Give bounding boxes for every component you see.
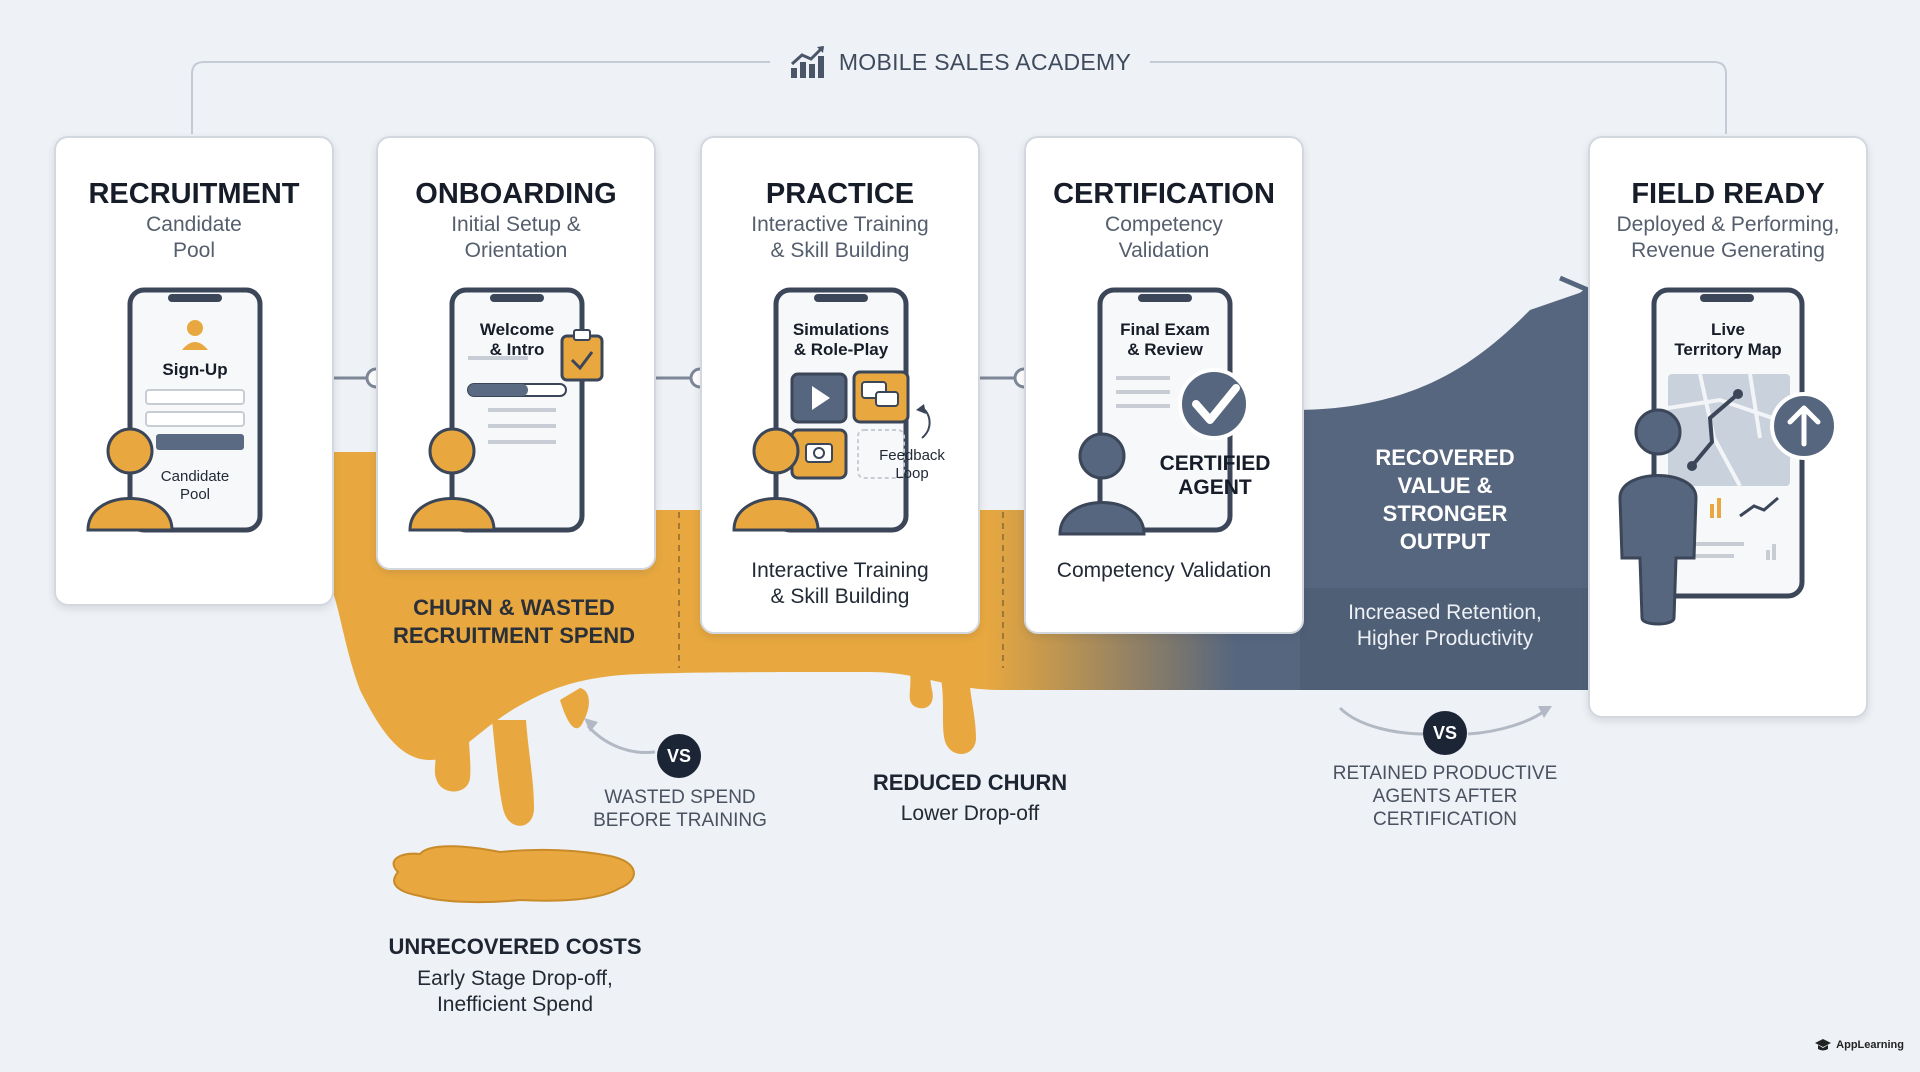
applearning-logo: AppLearning	[1814, 1038, 1904, 1052]
growth-chart-icon	[790, 45, 824, 78]
reduced-churn-sub: Lower Drop-off	[900, 802, 1040, 825]
clipboard-check-icon	[560, 329, 604, 382]
wasted-curve-arrow	[586, 724, 656, 755]
checkmark-badge-icon	[1178, 368, 1250, 440]
stage-title: ONBOARDING	[415, 178, 617, 210]
stage-subtitle: Initial Setup & Orientation	[451, 213, 581, 262]
camera-icon	[790, 428, 848, 480]
stage-subtitle: Deployed & Performing, Revenue Generatin…	[1616, 213, 1840, 262]
retained-curve-arrow-right	[1467, 708, 1547, 736]
stage-title: CERTIFICATION	[1053, 178, 1275, 210]
unrecovered-costs-sub: Early Stage Drop-off, Inefficient Spend	[417, 967, 613, 1016]
stage-bottom-label: Competency Validation	[1056, 559, 1272, 582]
recovered-lower-band	[1300, 588, 1588, 690]
performance-chart-icon	[1694, 496, 1779, 560]
academy-bracket-line	[191, 61, 1727, 134]
stage-subtitle: Interactive Training & Skill Building	[751, 213, 929, 262]
phone-screen-title: Simulations & Role-Play	[792, 320, 890, 359]
onboarding-phone-illustration	[408, 287, 604, 533]
agent-figure	[1618, 408, 1698, 626]
stage-card-practice: PRACTICE Interactive Training & Skill Bu…	[700, 136, 980, 634]
stage-subtitle: Competency Validation	[1105, 213, 1223, 262]
vs-badge-retained: VS	[1423, 711, 1467, 755]
stage-title: PRACTICE	[765, 178, 915, 210]
practice-phone-illustration	[732, 287, 931, 533]
graduation-cap-icon	[1815, 1039, 1832, 1051]
churn-label: CHURN & WASTED RECRUITMENT SPEND	[392, 595, 635, 648]
phone-screen-title: Sign-Up	[162, 360, 228, 379]
phone-screen-title: Final Exam & Review	[1120, 320, 1210, 359]
territory-map-icon	[1667, 373, 1791, 487]
cost-puddle	[392, 845, 635, 904]
stage-card-recruitment: RECRUITMENT Candidate Pool Sign-Up Candi…	[54, 136, 334, 606]
phone-screen-title: Welcome & Intro	[479, 320, 555, 359]
stage-card-field-ready: FIELD READY Deployed & Performing, Reven…	[1588, 136, 1868, 718]
chat-bubbles-icon	[852, 370, 910, 424]
candidate-pool-overlay-label: Candidate Pool	[160, 468, 230, 503]
stage-title: RECRUITMENT	[88, 178, 300, 210]
user-icon	[187, 320, 203, 336]
stage-bottom-label: Interactive Training & Skill Building	[751, 559, 929, 608]
retained-agents-label: RETAINED PRODUCTIVE AGENTS AFTER CERTIFI…	[1332, 763, 1558, 830]
field-ready-phone-illustration	[1618, 287, 1838, 626]
recovered-value-label: RECOVERED VALUE & STRONGER OUTPUT	[1375, 445, 1515, 554]
video-play-icon	[790, 372, 848, 424]
academy-header: MOBILE SALES ACADEMY	[770, 40, 1150, 84]
certification-phone-illustration	[1058, 287, 1250, 536]
feedback-loop-label: Feedback Loop	[879, 447, 945, 482]
recovered-sub-label: Increased Retention, Higher Productivity	[1348, 601, 1542, 650]
certified-agent-label: CERTIFIED AGENT	[1159, 452, 1271, 499]
brand-logo-text: AppLearning	[1836, 1039, 1904, 1051]
churn-drips	[434, 672, 976, 826]
retained-curve-arrow-left	[1338, 706, 1425, 736]
stage-subtitle: Candidate Pool	[146, 213, 242, 262]
academy-title: MOBILE SALES ACADEMY	[838, 48, 1132, 75]
reduced-churn-title: REDUCED CHURN	[872, 770, 1068, 795]
upload-arrow-icon	[1770, 392, 1838, 460]
wasted-spend-label: WASTED SPEND BEFORE TRAINING	[593, 787, 767, 831]
stage-card-certification: CERTIFICATION Competency Validation Fina…	[1024, 136, 1304, 634]
unrecovered-costs-title: UNRECOVERED COSTS	[388, 934, 642, 959]
recruitment-phone-illustration	[86, 287, 263, 533]
stage-card-onboarding: ONBOARDING Initial Setup & Orientation W…	[376, 136, 656, 570]
phone-screen-title: Live Territory Map	[1674, 320, 1782, 359]
stage-title: FIELD READY	[1631, 178, 1825, 210]
vs-badge-wasted: VS	[657, 734, 701, 778]
